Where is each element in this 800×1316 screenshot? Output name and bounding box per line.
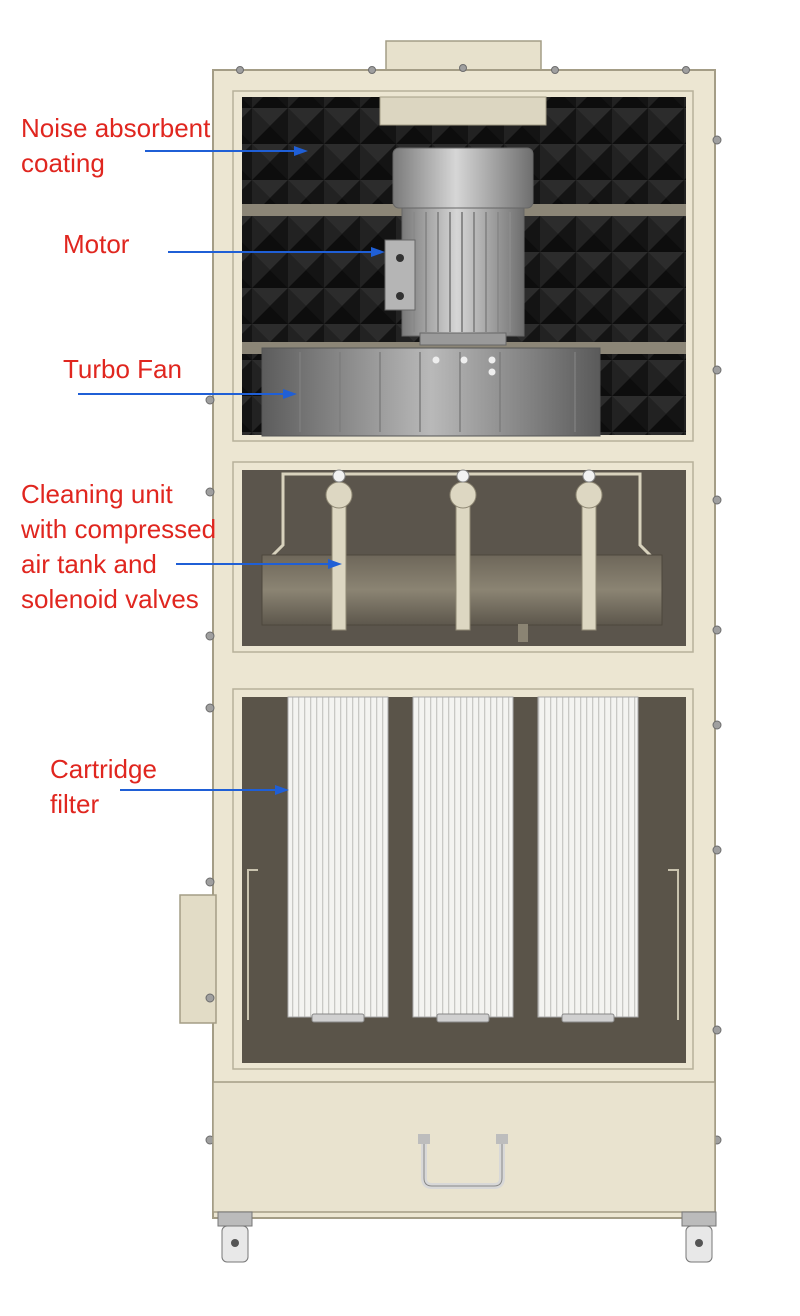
- drain-nozzle: [518, 624, 528, 642]
- solenoid-valves: [325, 469, 603, 631]
- label-cleaning-unit: Cleaning unit with compressed air tank a…: [21, 479, 217, 614]
- top-plate: [379, 96, 547, 126]
- turbo-fan: [261, 347, 601, 437]
- arrow-icon: [78, 146, 385, 795]
- side-access-box: [179, 894, 217, 1024]
- caster-wheel-icon: [217, 1211, 717, 1263]
- label-noise-absorbent-coating: Noise absorbent coating: [21, 113, 211, 178]
- label-turbo-fan: Turbo Fan: [63, 354, 182, 384]
- label-motor: Motor: [63, 229, 130, 259]
- motor: [384, 147, 534, 346]
- edge-bolts: [205, 64, 722, 1145]
- dust-drawer: [212, 1081, 716, 1213]
- label-cartridge-filter: Cartridge filter: [50, 754, 157, 819]
- hopper-guide-left: [247, 869, 258, 1020]
- cartridge-filters: [287, 696, 639, 1023]
- hopper-guide-right: [668, 869, 679, 1020]
- handle-icon: [418, 1134, 508, 1189]
